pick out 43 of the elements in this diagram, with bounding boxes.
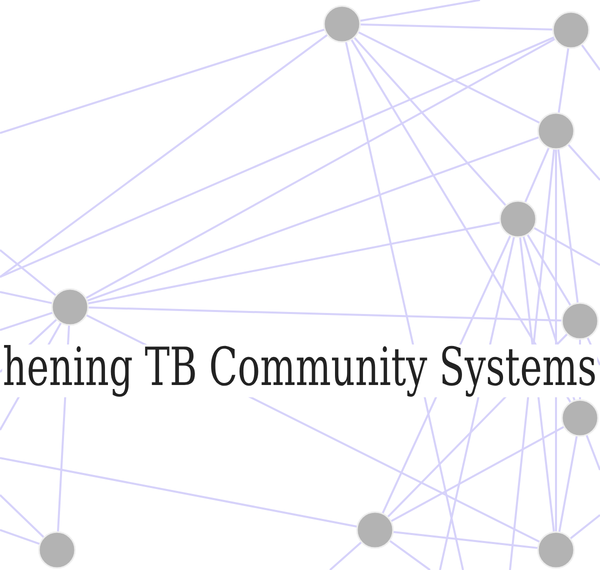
connector-line — [390, 540, 431, 570]
network-node — [537, 531, 575, 569]
connector-line — [394, 531, 538, 549]
connector-line — [581, 44, 600, 71]
network-node — [537, 112, 575, 150]
network-node — [499, 200, 537, 238]
connector-line — [345, 42, 464, 570]
connector-line — [534, 227, 600, 266]
network-node — [561, 399, 599, 437]
connector-line — [88, 306, 562, 322]
connector-line — [568, 144, 600, 181]
connector-line — [557, 149, 579, 303]
connector-line — [88, 222, 500, 304]
network-node — [552, 11, 590, 49]
connector-line — [360, 0, 480, 22]
connector-line — [87, 136, 539, 302]
connector-line — [0, 312, 52, 331]
connector-line — [0, 529, 40, 545]
connector-line — [86, 38, 556, 299]
connector-line — [0, 34, 328, 278]
connector-line — [570, 514, 600, 540]
connector-line — [558, 436, 578, 532]
connector-line — [329, 542, 362, 570]
connector-line — [354, 37, 506, 206]
network-node — [356, 511, 394, 549]
connector-line — [586, 435, 600, 470]
connector-line — [358, 32, 540, 124]
network-node — [561, 302, 599, 340]
connector-line — [0, 494, 44, 538]
connector-line — [0, 291, 52, 304]
connector-line — [558, 48, 570, 113]
connector-line — [0, 28, 324, 134]
title: hening TB Community Systems — [2, 344, 598, 398]
connector-line — [360, 24, 552, 30]
connector-line — [0, 249, 56, 296]
network-node — [323, 5, 361, 43]
connector-line — [524, 148, 550, 202]
connector-line — [0, 457, 357, 528]
connector-line — [526, 234, 572, 306]
network-node — [51, 288, 89, 326]
connector-line — [390, 426, 564, 522]
network-node — [38, 531, 76, 569]
connector-line — [0, 36, 554, 278]
